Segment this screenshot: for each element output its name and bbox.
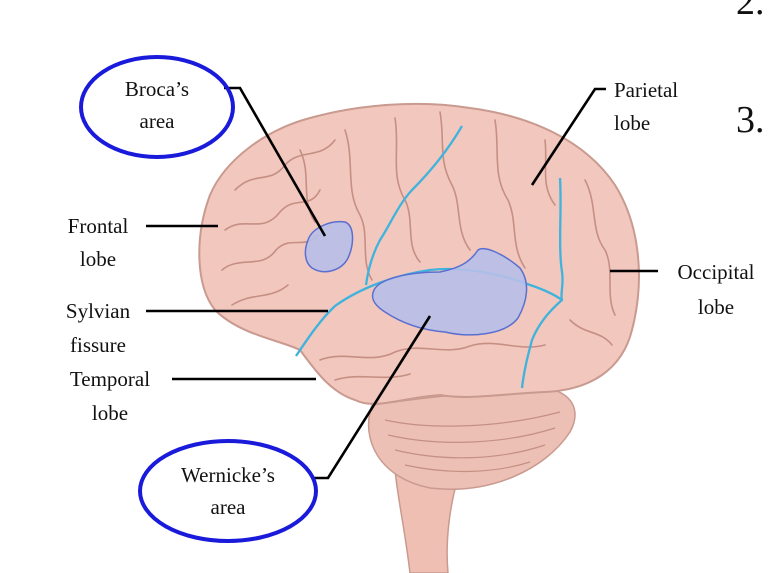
cerebellum-folds [384,411,561,473]
parieto-occipital-line [520,177,564,389]
list-number-2: 2. [736,0,765,23]
wernicke-label-line2: area [211,495,247,519]
broca-highlight-ellipse [79,55,235,159]
broca-label-line2: area [140,109,176,133]
parietal-label-line2: lobe [614,111,650,135]
gyri-lines [221,111,616,381]
broca-label-line1: Broca’s [125,77,189,101]
wernicke-highlight-ellipse [138,439,318,543]
frontal-label-line2: lobe [80,247,116,271]
temporal-label-line1: Temporal [70,367,150,391]
occipital-label-line1: Occipital [678,260,755,284]
sylvian-label-line1: Sylvian [66,299,131,323]
occipital-label-line2: lobe [698,295,734,319]
lobe-boundaries [295,125,564,389]
cerebrum [198,102,640,405]
cerebellum [367,387,576,490]
central-sulcus [364,125,463,286]
sylvian-label-line2: fissure [70,333,126,357]
parietal-leader [530,87,606,186]
list-number-3: 3. [736,99,765,141]
temporal-label-line2: lobe [92,401,128,425]
brain-stem [394,469,459,573]
frontal-label-line1: Frontal [68,214,129,238]
broca-region [304,220,354,273]
sylvian-fissure-line [295,267,563,357]
wernicke-leader [312,315,432,480]
wernicke-region [371,248,528,336]
wernicke-label-line1: Wernicke’s [181,463,275,487]
parietal-label-line1: Parietal [614,78,678,102]
